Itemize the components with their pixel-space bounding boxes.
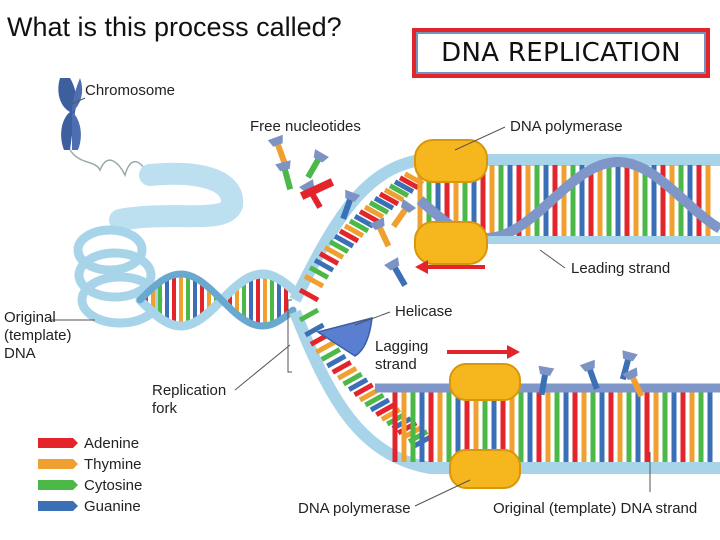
answer-box: DNA REPLICATION: [412, 28, 710, 78]
legend-item: Adenine: [38, 435, 139, 452]
chromosome-label: Chromosome: [85, 82, 175, 99]
legend-label: Guanine: [84, 498, 141, 515]
legend-swatch: [38, 438, 78, 448]
label-leader-lines: [48, 126, 651, 507]
free-nucleotides-label: Free nucleotides: [250, 118, 361, 135]
leading-strand-arrow: [415, 260, 485, 274]
replication-fork-label-line2: fork: [152, 400, 178, 417]
legend-label: Adenine: [84, 435, 139, 452]
original-template-dna-label-line1: Original: [4, 309, 56, 326]
answer-text: DNA REPLICATION: [441, 38, 681, 68]
leading-strand-label: Leading strand: [571, 260, 670, 277]
answer-box-inner: DNA REPLICATION: [418, 34, 704, 72]
dna-polymerase-bottom-shape: [449, 363, 521, 489]
legend-label: Cytosine: [84, 477, 142, 494]
lagging-strand-label-line1: Lagging: [375, 338, 428, 355]
fork-arms: [289, 154, 720, 474]
original-template-dna-label-line2: (template): [4, 327, 72, 344]
legend-item: Cytosine: [38, 477, 142, 494]
dna-polymerase-bottom-label: DNA polymerase: [298, 500, 411, 517]
legend-swatch: [38, 459, 78, 469]
original-template-strand-label: Original (template) DNA strand: [493, 500, 697, 517]
parental-double-helix: [135, 269, 298, 331]
legend-item: Guanine: [38, 498, 141, 515]
chromosome-icon: [58, 78, 83, 150]
replication-fork-label-line1: Replication: [152, 382, 226, 399]
question-text: What is this process called?: [7, 12, 342, 42]
dna-polymerase-top-label: DNA polymerase: [510, 118, 623, 135]
chromatin-spool: [73, 162, 244, 328]
legend-swatch: [38, 480, 78, 490]
legend-label: Thymine: [84, 456, 142, 473]
lagging-strand-label-line2: strand: [375, 356, 417, 373]
chromatin-coil: [69, 149, 151, 181]
helicase-shape: [316, 316, 373, 357]
legend-swatch: [38, 501, 78, 511]
lagging-strand-arrow: [447, 345, 520, 359]
legend-item: Thymine: [38, 456, 142, 473]
helicase-label: Helicase: [395, 303, 453, 320]
dna-polymerase-top-shape: [414, 139, 488, 265]
original-template-dna-label-line3: DNA: [4, 345, 36, 362]
free-nucleotides: [267, 134, 645, 398]
